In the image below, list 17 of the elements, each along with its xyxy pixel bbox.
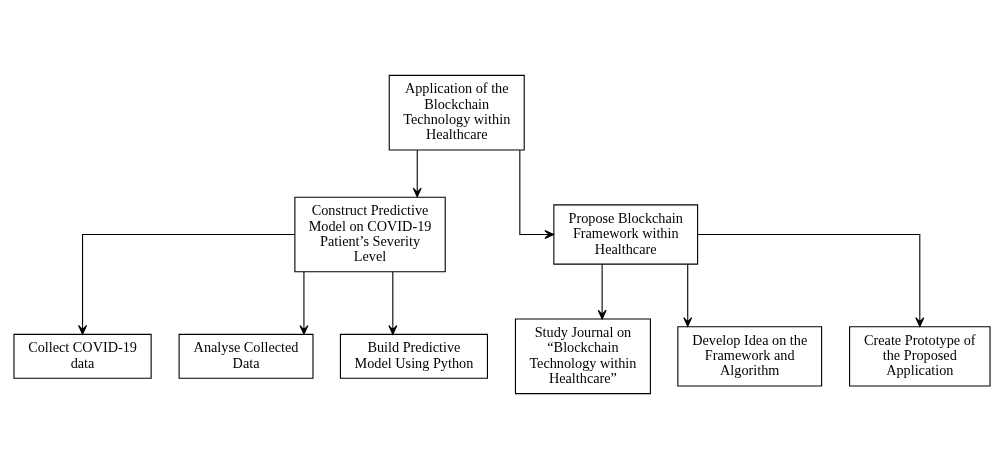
arrow [412,149,422,197]
arrow [298,271,308,335]
node-box: Analyse Collected Data [178,333,314,379]
arrow [518,149,554,239]
arrow [387,271,397,335]
arrow [696,233,924,327]
node-box: Create Prototype of the Proposed Application [848,325,991,386]
node-box: Develop Idea on the Framework and Algorithm [676,325,822,386]
node-box: Application of the Blockchain Technology within Healthcare [388,74,525,151]
node-box: Study Journal on “Blockchain Technology within Healthcare” [514,317,651,394]
node-box: Propose Blockchain Framework within Healthcare [552,203,698,265]
arrow [597,263,607,319]
node-box: Construct Predictive Model on COVID-19 Patient’s Severity Level [293,196,446,272]
arrow [682,263,692,327]
node-box: Collect COVID-19 data [12,333,152,379]
arrow [77,233,295,335]
node-box: Build Predictive Model Using Python [339,333,488,379]
